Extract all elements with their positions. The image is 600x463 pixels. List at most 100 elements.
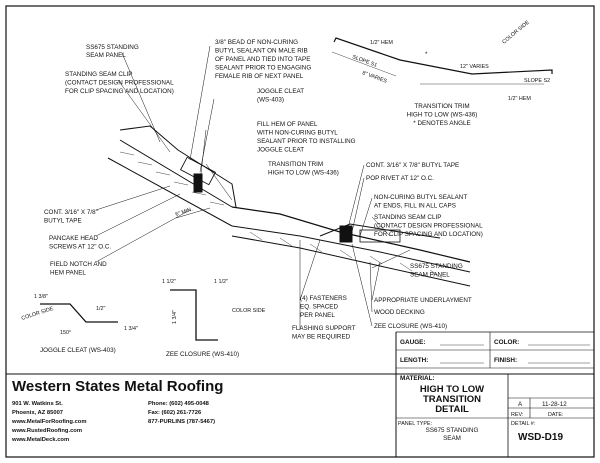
zee-color-side: COLOR SIDE <box>232 308 266 314</box>
trim-detail: 1/2" HEM SLOPE S1 8" VARIES 12" VARIES S… <box>331 19 553 127</box>
text-line: SS675 STANDING <box>410 263 463 270</box>
trim-dim-s1 <box>331 51 397 77</box>
text-line: Phoenix, AZ 85007 <box>12 410 63 416</box>
text-line: PANCAKE HEAD <box>49 235 98 242</box>
text-line: MAY BE REQUIRED <box>292 334 351 341</box>
zee-d1: 1 1/2" <box>162 279 176 285</box>
detail-label: DETAIL #: <box>511 421 535 427</box>
six-min-label: 6" MIN. <box>175 207 194 218</box>
joggle-detail: 1 3/8" 1/2" 1 3/4" 150° COLOR SIDE JOGGL… <box>21 294 138 354</box>
text-line: (CONTACT DESIGN PROFESSIONAL <box>65 80 174 87</box>
flashing-label: FLASHING SUPPORT MAY BE REQUIRED <box>292 325 356 341</box>
text-line: TRANSITION TRIM <box>268 161 323 168</box>
text-line: OF PANEL AND TIED INTO TAPE <box>215 56 310 63</box>
left-deck-top <box>119 139 233 208</box>
trim-profile <box>333 37 553 75</box>
text-line: SEAM <box>443 435 461 442</box>
text-line: 3/8" BEAD OF NON-CURING <box>215 39 298 46</box>
detail-number: WSD-D19 <box>518 432 563 443</box>
date-label: DATE: <box>548 412 563 418</box>
trim-slope-s1: SLOPE S1 <box>351 54 378 69</box>
joggle-cleat-shape <box>193 173 203 193</box>
text-line: FOR CLIP SPACING AND LOCATION) <box>374 231 483 238</box>
joggle-profile <box>40 303 118 323</box>
joggle-d3: 1 3/4" <box>124 326 138 332</box>
text-line: (4) FASTENERS <box>300 295 347 302</box>
text-line: www.RustedRoofing.com <box>11 428 82 434</box>
wood-decking-label: WOOD DECKING <box>374 309 425 316</box>
text-line: SEALANT PRIOR TO ENGAGING <box>215 65 311 72</box>
text-line: SCREWS AT 12" O.C. <box>49 244 111 251</box>
text-line: HIGH TO LOW (WS-436) <box>407 112 478 119</box>
title-block <box>6 331 594 457</box>
text-line: SEALANT PRIOR TO INSTALLING <box>257 138 356 145</box>
left-panel <box>119 125 237 208</box>
pancake-label: PANCAKE HEAD SCREWS AT 12" O.C. <box>49 235 111 251</box>
text-line: JOGGLE CLEAT <box>257 147 304 154</box>
butyl-right-label: CONT. 3/16" X 7/8" BUTYL TAPE <box>366 162 459 169</box>
text-line: BUTYL TAPE <box>44 218 82 225</box>
text-line: TRANSITION <box>423 394 481 405</box>
joggle-d2: 1/2" <box>96 306 105 312</box>
text-line: FOR CLIP SPACING AND LOCATION) <box>65 88 174 95</box>
joggle-caption: JOGGLE CLEAT (WS-403) <box>40 347 116 354</box>
joggle-cleat-label: JOGGLE CLEAT(WS-403) <box>257 88 304 104</box>
color-label: COLOR: <box>494 339 519 346</box>
zee-right-label: ZEE CLOSURE (WS-410) <box>374 323 447 330</box>
zee-caption: ZEE CLOSURE (WS-410) <box>166 351 239 358</box>
transition-trim-label: TRANSITION TRIM HIGH TO LOW (WS-436) <box>268 161 339 177</box>
field-notch-label: FIELD NOTCH AND HEM PANEL <box>50 261 107 277</box>
joggle-angle: 150° <box>60 330 71 336</box>
finish-label: FINISH: <box>494 357 517 364</box>
right-panel <box>319 223 441 239</box>
material-label: MATERIAL: <box>400 375 435 382</box>
ss675-right-label: SS675 STANDING SEAM PANEL <box>410 263 463 279</box>
joggle-d1: 1 3/8" <box>34 294 48 300</box>
trim-hem-top: 1/2" HEM <box>370 40 393 46</box>
zee-d3: 1 3/4" <box>172 310 178 324</box>
sheet-border <box>5 5 595 458</box>
clip-right-label: STANDING SEAM CLIP (CONTACT DESIGN PROFES… <box>374 214 483 238</box>
text-line: Phone: (602) 495-0048 <box>148 401 210 407</box>
text-line: FLASHING SUPPORT <box>292 325 356 332</box>
callouts-left <box>95 45 233 263</box>
company-name: Western States Metal Roofing <box>12 378 223 395</box>
text-line: (WS-403) <box>257 97 284 104</box>
text-line: 877-PURLINS (787-5467) <box>148 419 215 425</box>
text-line: STANDING SEAM CLIP <box>374 214 441 221</box>
rev-label: REV: <box>511 412 523 418</box>
length-label: LENGTH: <box>400 357 428 364</box>
trim-twelve-varies: 12" VARIES <box>460 64 489 70</box>
text-line: SS675 STANDING <box>86 44 139 51</box>
trim-color-side: COLOR SIDE <box>501 19 531 45</box>
underlayment-label: APPROPRIATE UNDERLAYMENT <box>374 297 472 304</box>
text-line: EQ. SPACED <box>300 304 338 311</box>
rev-date: 11-28-12 <box>542 401 567 408</box>
butyl-left-label: CONT. 3/16" X 7/8"BUTYL TAPE <box>44 209 98 225</box>
text-line: HIGH TO LOW (WS-436) <box>268 170 339 177</box>
text-line: FIELD NOTCH AND <box>50 261 107 268</box>
trim-asterisk: * <box>425 51 428 58</box>
text-line: WITH NON-CURING BUTYL <box>257 130 338 137</box>
rev-code: A <box>518 401 523 408</box>
text-line: HEM PANEL <box>50 270 86 277</box>
text-line: AT ENDS, FILL IN ALL CAPS <box>374 203 456 210</box>
text-line: (CONTACT DESIGN PROFESSIONAL <box>374 223 483 230</box>
text-line: HIGH TO LOW <box>420 384 484 395</box>
zee-d2: 1 1/2" <box>214 279 228 285</box>
trim-hem-bottom: 1/2" HEM <box>508 96 531 102</box>
text-line: SS675 STANDING <box>426 427 479 434</box>
text-line: NON-CURING BUTYL SEALANT <box>374 194 467 201</box>
text-line: Fax: (602) 261-7726 <box>148 410 202 416</box>
text-line: SEAM PANEL <box>410 272 450 279</box>
text-line: SEAM PANEL <box>86 52 126 59</box>
text-line: PER PANEL <box>300 312 335 319</box>
text-line: FEMALE RIB OF NEXT PANEL <box>215 73 304 80</box>
